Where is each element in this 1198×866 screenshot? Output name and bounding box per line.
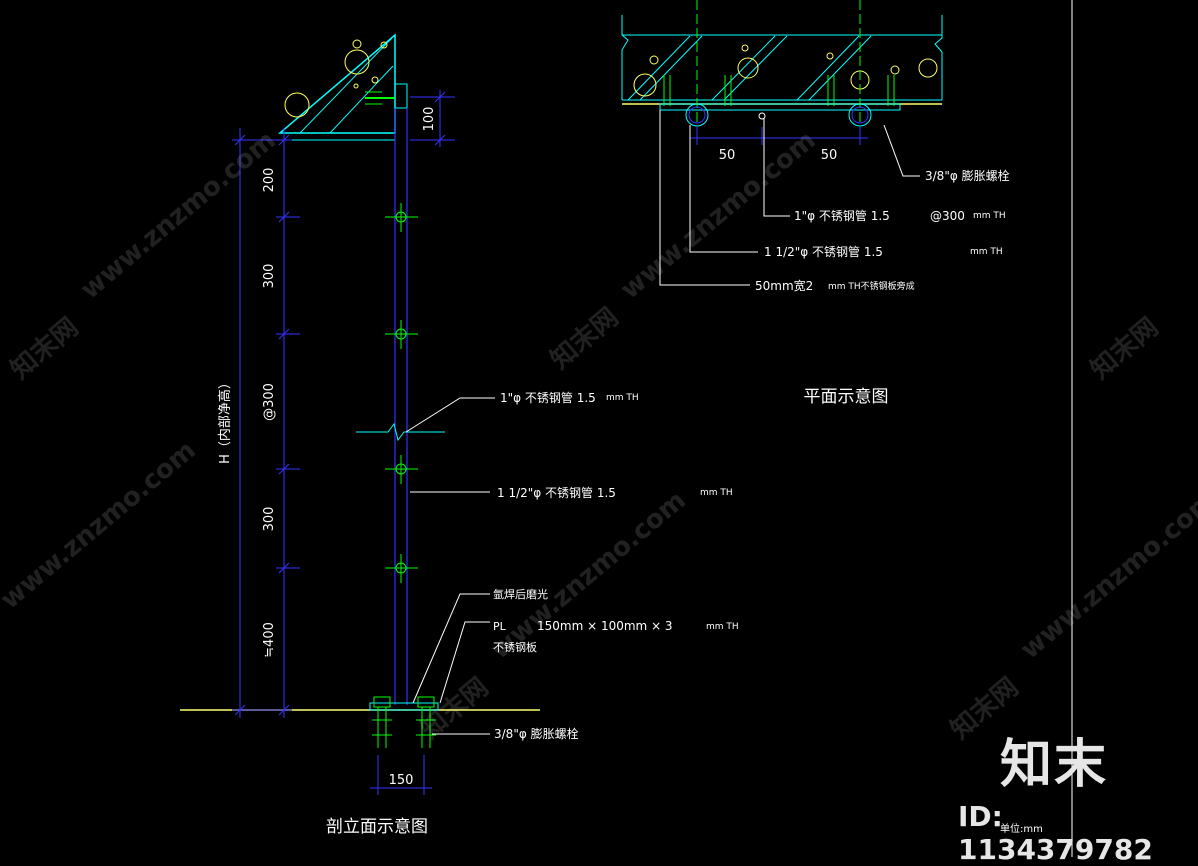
plan-dim-left: 50 — [719, 148, 736, 163]
plan-pipe — [685, 103, 709, 127]
plan-view: 50 50 3/8"φ 膨胀螺栓 1"φ 不锈钢管 1.5 @300 mm TH… — [621, 0, 1010, 407]
break-line — [356, 422, 445, 442]
leader — [659, 110, 750, 286]
leader — [763, 118, 790, 217]
leader — [689, 125, 758, 253]
callout-pipe-15in: 1 1/2"φ 不锈钢管 1.5 — [497, 485, 616, 500]
slab-hatch — [299, 37, 393, 134]
slab-hatch — [711, 35, 776, 101]
aggregate — [890, 65, 900, 75]
section-title: 剖立面示意图 — [326, 817, 428, 837]
aggregate — [353, 83, 359, 89]
watermarks: 知末网 www.znzmo.com www.znzmo.com 知末网 www.… — [0, 125, 1198, 745]
aggregate — [737, 57, 759, 79]
plan-small-pipe — [758, 112, 766, 120]
brand-logo: 知末 — [1000, 735, 1109, 795]
dim-base-text: 150 — [389, 773, 414, 788]
watermark-text: www.znzmo.com — [1015, 485, 1198, 665]
section-view: 100 200 300 @300 300 ≒400 H（内部净高） — [180, 33, 739, 837]
watermark-brand: 知末网 — [1085, 312, 1164, 385]
slab-hatch — [808, 35, 872, 101]
slab-hatch — [329, 65, 394, 134]
plan-callout-plate: 50mm宽2 — [755, 278, 813, 293]
dim-300-a: 300 — [262, 264, 277, 289]
plan-callout-pipe-15in: 1 1/2"φ 不锈钢管 1.5 — [764, 244, 883, 259]
base-plate — [369, 702, 439, 711]
plan-pipe — [848, 103, 872, 127]
watermark-brand: 知末网 — [545, 302, 624, 375]
slab-hatch — [723, 35, 788, 101]
plan-title: 平面示意图 — [804, 387, 889, 407]
plan-callout-pipe-1in-unit: mm TH — [973, 211, 1006, 221]
dim-spacing: @300 — [262, 383, 277, 421]
plan-plate — [659, 103, 901, 111]
dim-chain — [232, 128, 300, 718]
units-note: 单位:mm — [1000, 822, 1043, 835]
base-anchor — [372, 696, 392, 748]
aggregate — [918, 58, 938, 78]
aggregate — [380, 41, 388, 49]
dim-base — [370, 755, 432, 795]
base-anchor — [416, 696, 436, 748]
watermark-text: www.znzmo.com — [75, 125, 281, 305]
leader — [405, 397, 495, 433]
dim-height-label: H（内部净高） — [217, 376, 233, 464]
aggregate — [352, 39, 362, 49]
watermark-text: www.znzmo.com — [0, 435, 202, 615]
aggregate — [633, 73, 657, 97]
callout-plate-unit: mm TH — [706, 622, 739, 632]
plan-dim-right: 50 — [821, 148, 838, 163]
dim-200: 200 — [262, 168, 277, 193]
slab-hatch — [796, 35, 860, 101]
callout-pipe-15in-unit: mm TH — [700, 488, 733, 498]
aggregate — [826, 52, 834, 60]
rail-pipe — [385, 203, 418, 232]
leader — [412, 593, 490, 704]
rail-pipe — [385, 455, 418, 484]
aggregate — [344, 49, 370, 75]
plan-callout-spacing: @300 — [930, 209, 965, 223]
callout-pipe-1in: 1"φ 不锈钢管 1.5 — [500, 390, 596, 405]
callout-plate-size: 150mm × 100mm × 3 — [537, 619, 673, 633]
rail-pipe — [385, 320, 418, 349]
leader — [883, 124, 920, 177]
rail-pipe — [385, 554, 418, 583]
callout-pipe-1in-unit: mm TH — [606, 393, 639, 403]
top-bracket — [394, 83, 408, 109]
callout-anchor: 3/8"φ 膨胀螺栓 — [494, 726, 579, 741]
plan-dims — [690, 127, 868, 145]
plan-callout-anchor: 3/8"φ 膨胀螺栓 — [925, 168, 1010, 183]
callout-plate-prefix: PL — [493, 620, 507, 633]
aggregate — [371, 76, 379, 84]
ceiling-slab — [277, 33, 396, 134]
aggregate — [284, 92, 310, 118]
watermark-brand: 知末网 — [5, 312, 84, 385]
aggregate — [741, 44, 749, 52]
slab-hatch — [639, 35, 703, 101]
callout-weld: 氩焊后磨光 — [493, 587, 548, 601]
dim-300-b: 300 — [262, 507, 277, 532]
slab-edge — [621, 15, 629, 100]
watermark-text: www.znzmo.com — [485, 485, 691, 665]
brand-id: ID: 1134379782 — [958, 800, 1153, 866]
plan-callout-pipe-1in: 1"φ 不锈钢管 1.5 — [794, 208, 890, 223]
plan-callout-plate-suffix: mm TH不锈钢板旁成 — [828, 280, 915, 292]
aggregate — [649, 55, 659, 65]
dim-top-text: 100 — [422, 107, 437, 132]
leader — [439, 621, 490, 704]
slab-hatch — [627, 35, 691, 101]
dim-top — [410, 90, 455, 147]
callout-plate-material: 不锈钢板 — [493, 640, 537, 654]
dim-bottom: ≒400 — [262, 622, 277, 658]
plan-anchor — [663, 75, 895, 106]
slab-edge — [934, 15, 943, 100]
plan-callout-pipe-15in-unit: mm TH — [970, 247, 1003, 257]
